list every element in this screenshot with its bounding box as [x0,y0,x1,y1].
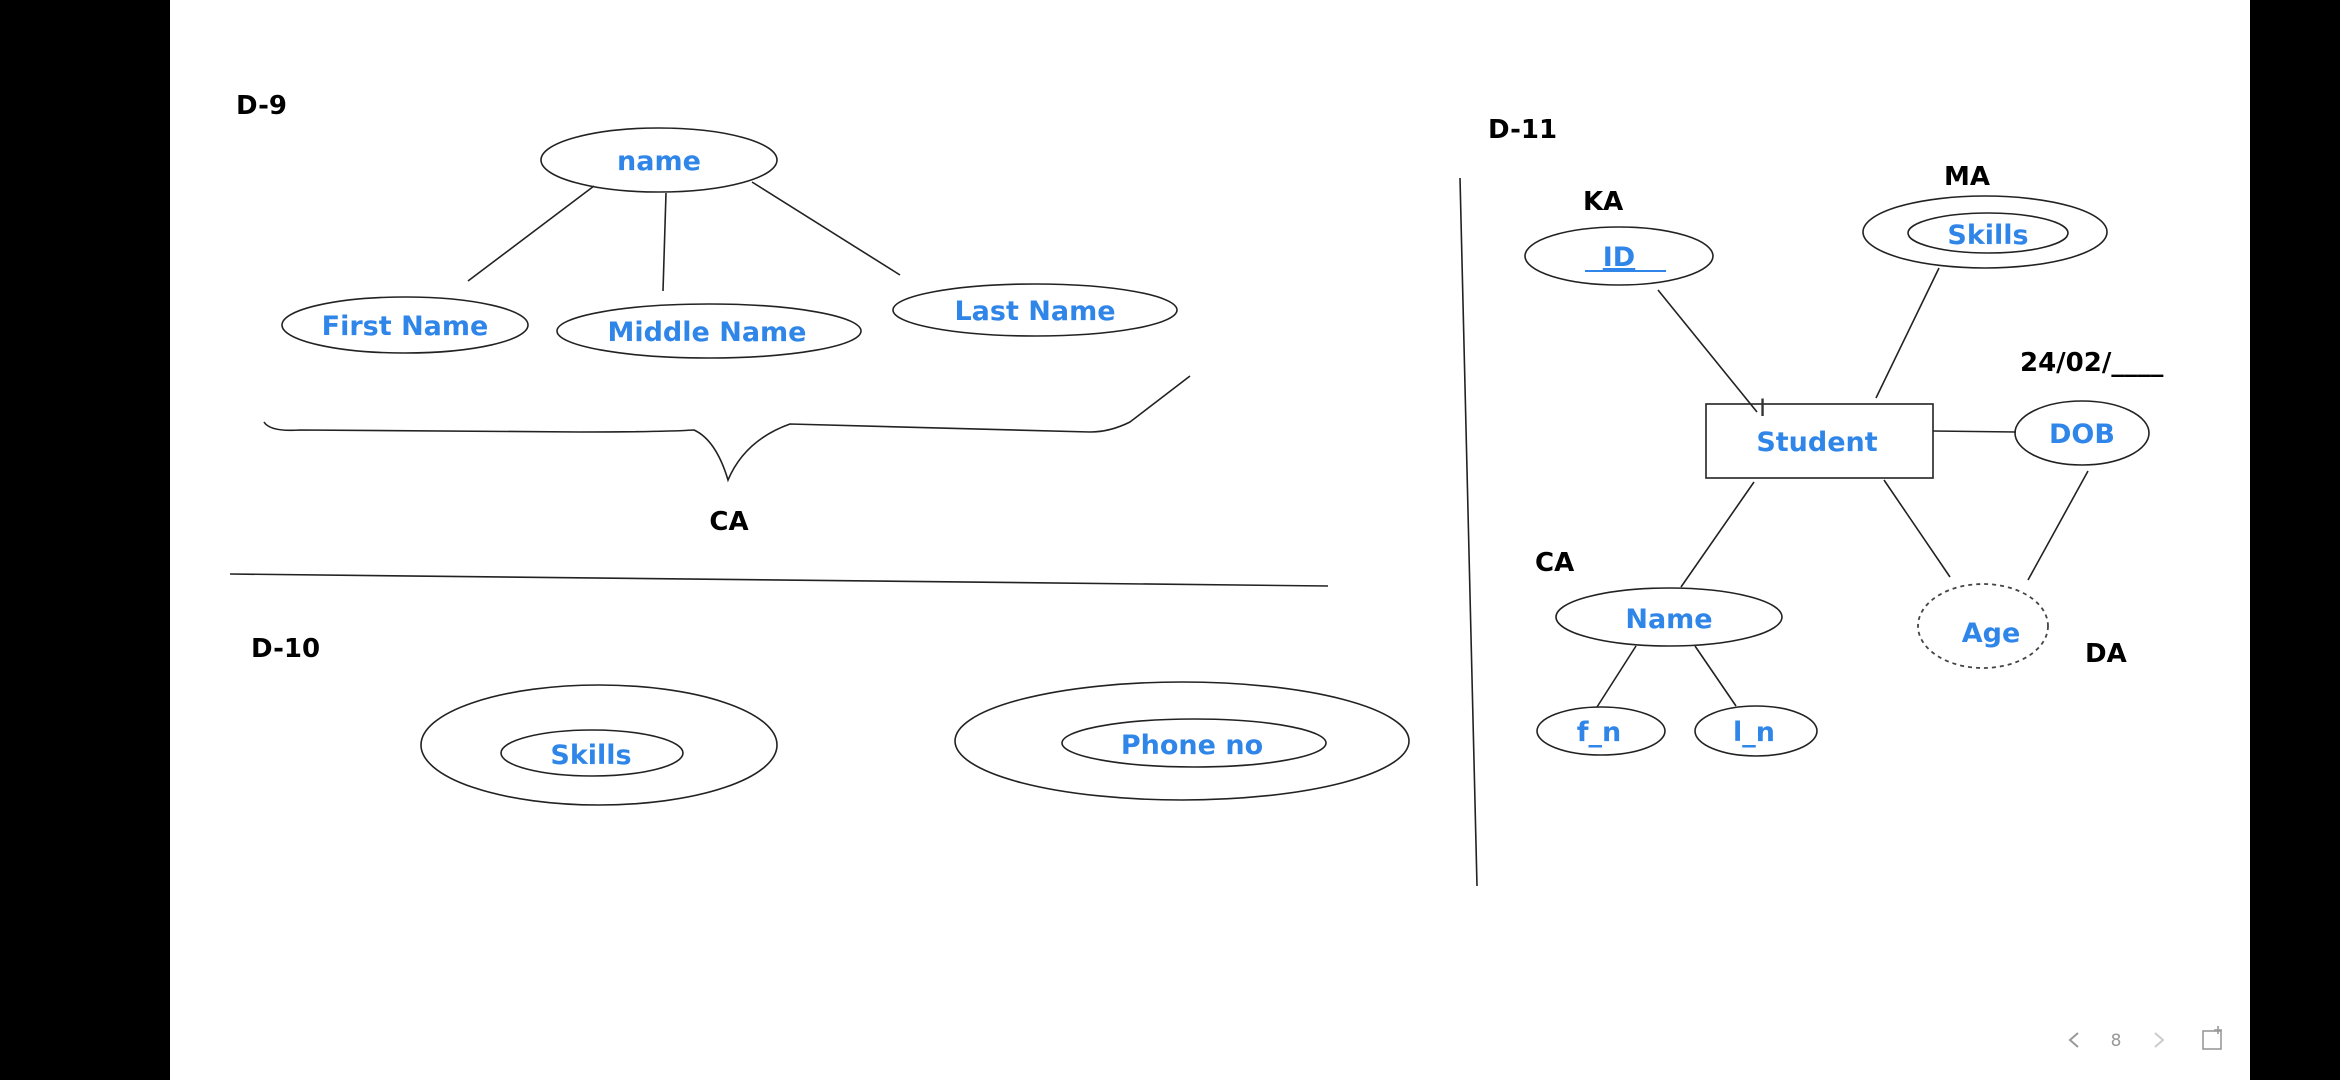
page-number: 8 [2111,1031,2122,1051]
last-name-label: Last Name [954,296,1115,327]
d10-skills-label: Skills [550,740,631,771]
brace [263,375,1191,483]
ka-label: KA [1583,187,1623,217]
last-name-ellipse [892,283,1178,337]
name-attr-label: name [617,146,701,177]
d10-title: D-10 [251,634,320,664]
connector-line [1694,645,1737,707]
fn-label: f_n [1577,717,1621,748]
slide: D-9 name First Name Middle Name Last Nam… [170,0,2250,1080]
fullscreen-button[interactable] [2202,1026,2222,1050]
d9-brace-label: CA [709,507,748,537]
skills-outer-ellipse [420,684,778,806]
phone-outer-ellipse [954,681,1410,801]
phone-inner-ellipse [1061,718,1327,768]
connector-line [1596,645,1637,708]
date-label: 24/02/____ [2020,348,2163,378]
slide-nav: 8 [2068,1026,2222,1051]
ma-label: MA [1944,162,1990,192]
skills-multi-outer-ellipse [1862,195,2108,269]
next-page-button[interactable] [2154,1032,2165,1048]
first-name-label: First Name [322,311,489,342]
expand-icon [2202,1030,2222,1050]
dob-label: DOB [2049,419,2115,450]
first-name-ellipse [281,296,529,354]
skills-multi-inner-ellipse [1907,212,2069,254]
vertical-divider [1459,177,1478,887]
d10-phone-label: Phone no [1121,730,1263,761]
diagram-canvas: D-9 name First Name Middle Name Last Nam… [229,91,2163,887]
middle-name-label: Middle Name [607,317,806,348]
d11-title: D-11 [1488,115,1557,145]
connector-line [1932,430,2017,433]
skills-inner-ellipse [500,729,684,777]
connector-line [1680,481,1755,588]
ln-label: l_n [1733,717,1775,748]
chevron-right-icon [2154,1032,2165,1048]
divider-line [229,573,1329,587]
name-composite-label: Name [1625,604,1712,635]
name-composite-ellipse [1555,587,1783,647]
ca-label: CA [1535,548,1574,578]
fn-ellipse [1536,706,1666,756]
da-label: DA [2085,639,2127,669]
prev-page-button[interactable] [2068,1032,2079,1048]
d9-title: D-9 [236,91,287,121]
name-attr-ellipse [540,127,778,193]
connector-line [1875,267,1940,399]
connector-line [751,181,901,276]
connector-line [1657,289,1758,413]
age-derived-label: Age [1962,618,2021,649]
student-entity-box [1705,403,1934,479]
connector-line [662,192,667,292]
connector-line [1883,479,1951,578]
id-key-label: ID [1603,242,1635,273]
connector-line [2027,470,2089,581]
connector-line [467,185,595,282]
chevron-left-icon [2068,1032,2079,1048]
student-entity-label: Student [1756,427,1877,458]
id-key-ellipse [1524,226,1714,286]
middle-name-ellipse [556,303,862,359]
ln-ellipse [1694,705,1818,757]
text-cursor-icon: I [1759,394,1766,422]
dob-ellipse [2014,400,2150,466]
d11-skills-label: Skills [1947,220,2028,251]
age-derived-ellipse [1917,583,2049,669]
